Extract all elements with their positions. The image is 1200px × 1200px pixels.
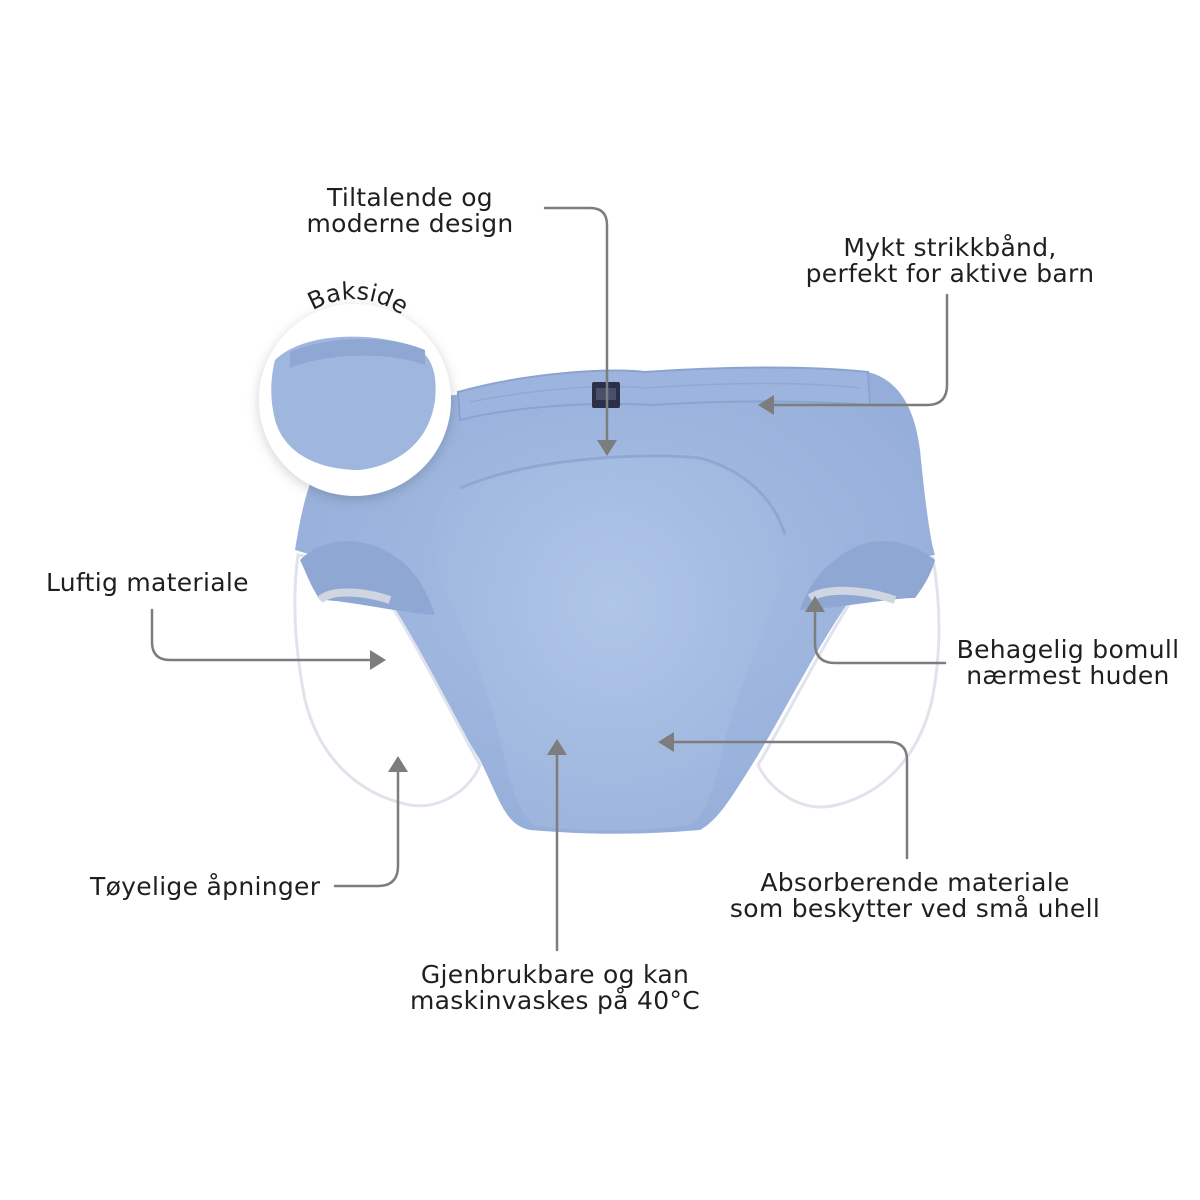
- back-view-inset: Bakside: [259, 277, 451, 496]
- callout-openings: Tøyelige åpninger: [90, 874, 320, 900]
- callout-waistband-line-2: perfekt for aktive barn: [805, 259, 1095, 288]
- callout-waistband-line-1: Mykt strikkbånd,: [843, 233, 1057, 262]
- callout-cotton-line-2: nærmest huden: [966, 661, 1170, 690]
- callout-waistband: Mykt strikkbånd, perfekt for aktive barn: [760, 235, 1140, 287]
- callout-absorbent: Absorberende materiale som beskytter ved…: [700, 870, 1130, 922]
- callout-reusable-line-1: Gjenbrukbare og kan: [420, 960, 690, 989]
- arrowhead-airy: [370, 650, 386, 670]
- callout-cotton-line-1: Behagelig bomull: [956, 635, 1180, 664]
- callout-airy-line-1: Luftig materiale: [46, 568, 249, 597]
- callout-openings-line-1: Tøyelige åpninger: [90, 872, 321, 901]
- arrowhead-openings: [388, 756, 408, 772]
- callout-absorbent-line-1: Absorberende materiale: [760, 868, 1070, 897]
- arrowhead-reusable: [547, 739, 567, 755]
- connector-cotton: [813, 608, 947, 665]
- connector-airy: [150, 608, 377, 662]
- arrowhead-absorbent: [658, 732, 674, 752]
- callout-reusable: Gjenbrukbare og kan maskinvaskes på 40°C: [380, 962, 730, 1014]
- connector-waistband: [768, 293, 949, 407]
- callout-design-line-1: Tiltalende og: [327, 183, 493, 212]
- callout-design-line-2: moderne design: [306, 209, 514, 238]
- connector-design: [543, 206, 609, 447]
- callout-cotton: Behagelig bomull nærmest huden: [950, 637, 1186, 689]
- arrowhead-waistband: [758, 395, 774, 415]
- absorbent-panel: [434, 453, 790, 831]
- arrowhead-cotton: [805, 596, 825, 612]
- arrowhead-design: [597, 440, 617, 456]
- connector-openings: [333, 766, 400, 888]
- callout-reusable-line-2: maskinvaskes på 40°C: [410, 986, 700, 1015]
- callout-airy: Luftig materiale: [46, 570, 249, 596]
- callout-absorbent-line-2: som beskytter ved små uhell: [729, 894, 1101, 923]
- connector-absorbent: [668, 740, 909, 860]
- callout-design: Tiltalende og moderne design: [280, 185, 540, 237]
